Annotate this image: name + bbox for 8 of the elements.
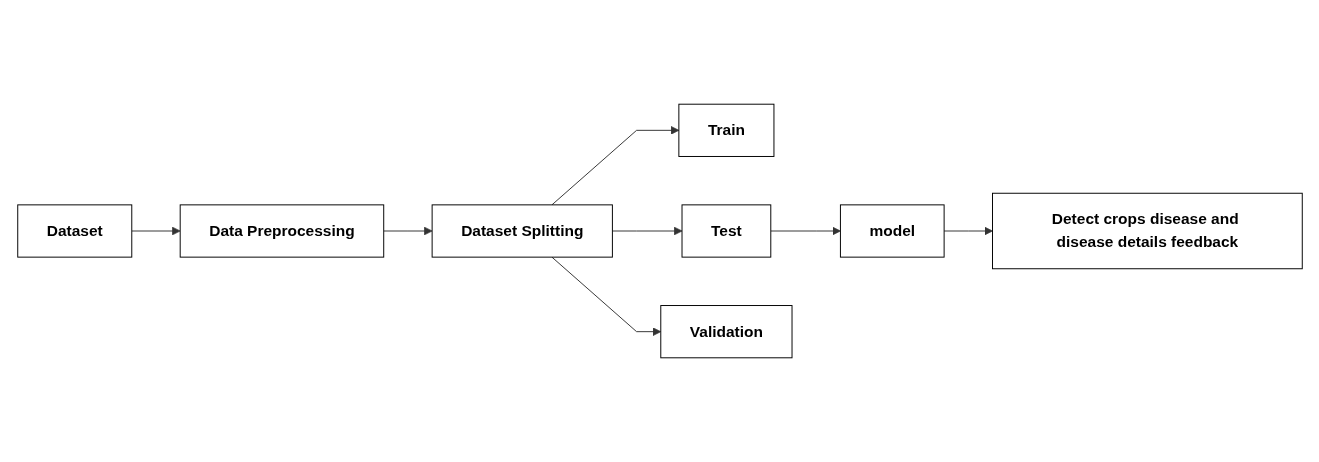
node-box: Validation <box>659 305 792 359</box>
node-box: Data Preprocessing <box>179 204 384 258</box>
node-box: model <box>839 204 945 258</box>
node-box: Detect crops disease and disease details feedback <box>991 192 1303 270</box>
node-box: Train <box>677 103 774 157</box>
node-box: Dataset <box>16 204 132 258</box>
node-box: Dataset Splitting <box>431 204 613 258</box>
node-box: Test <box>681 204 771 258</box>
